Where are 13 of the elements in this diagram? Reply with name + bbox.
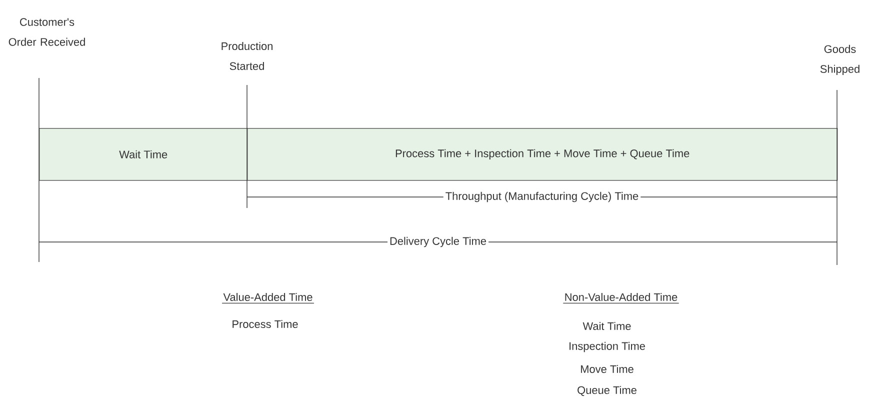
list-item: Wait Time	[582, 322, 631, 330]
milestone-label: Customer's Order Received	[8, 18, 85, 46]
dimension-label: Delivery Cycle Time	[388, 236, 488, 248]
dimension-label: Throughput (Manufacturing Cycle) Time	[443, 190, 641, 204]
list-heading: Non-Value-Added Time	[562, 292, 680, 304]
list-item: Queue Time	[578, 386, 636, 396]
list-item: Inspection Time	[570, 342, 645, 352]
list-item: Process Time	[232, 320, 298, 328]
time-band: Wait Time	[39, 128, 248, 181]
milestone-label: Production Started	[222, 42, 272, 70]
milestone-label: Goods Shipped	[820, 44, 860, 76]
list-item: Move Time	[581, 364, 634, 374]
list-heading: Value-Added Time	[222, 292, 314, 304]
